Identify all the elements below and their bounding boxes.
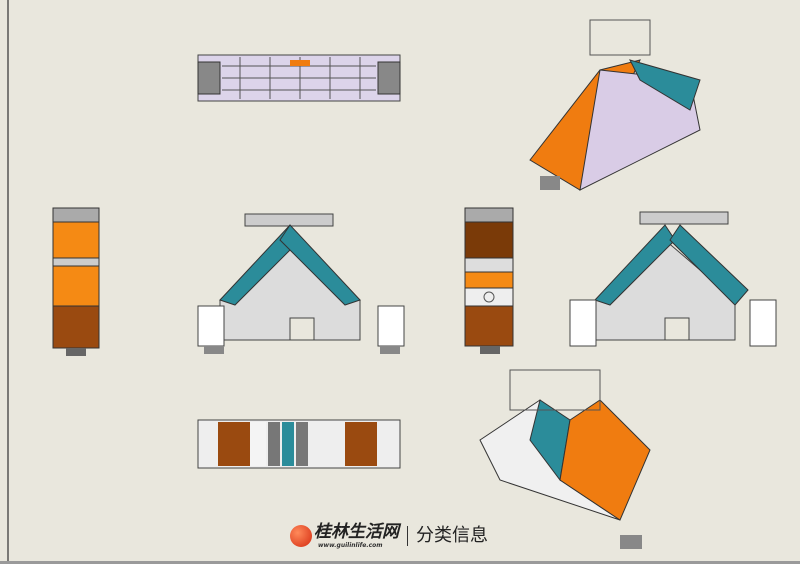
top-view <box>197 54 401 102</box>
watermark-category: 分类信息 <box>416 525 488 546</box>
watermark-brand-block: 桂林生活网 www.guilinlife.com <box>314 522 399 550</box>
watermark-divider <box>407 526 408 546</box>
isometric-view-top <box>529 19 701 191</box>
watermark-url: www.guilinlife.com <box>318 542 383 549</box>
rear-view <box>569 211 777 347</box>
bottom-view <box>197 419 401 469</box>
watermark: 桂林生活网 www.guilinlife.com 分类信息 <box>290 522 488 550</box>
left-side-view <box>52 207 100 356</box>
watermark-brand: 桂林生活网 <box>314 522 399 542</box>
logo-icon <box>290 525 312 547</box>
right-side-view <box>464 207 514 354</box>
bottom-border <box>0 561 800 564</box>
front-view <box>197 213 405 354</box>
isometric-view-bottom <box>479 369 651 549</box>
